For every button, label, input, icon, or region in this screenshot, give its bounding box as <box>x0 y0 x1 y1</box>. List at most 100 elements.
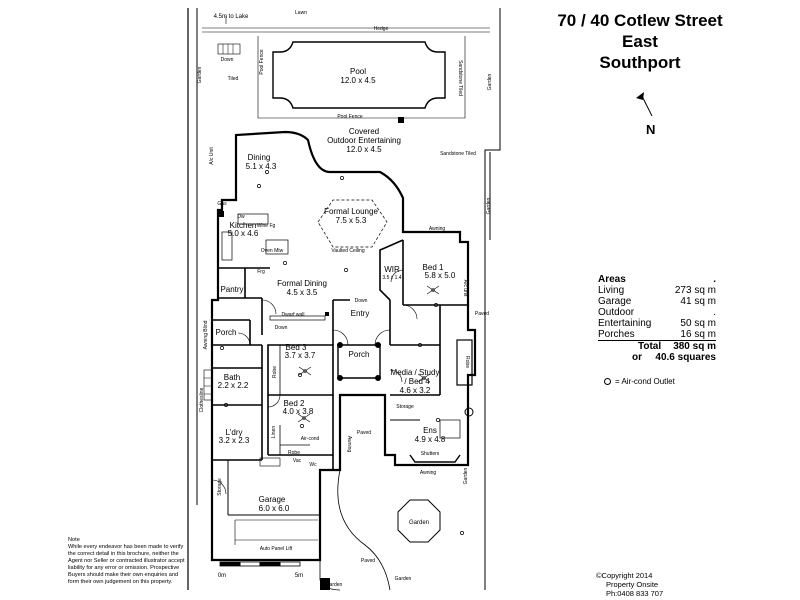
room-bed1-name: Bed 1 <box>423 263 444 272</box>
label-linen: Linen <box>271 426 277 438</box>
room-kitchen-dim: 5.0 x 4.6 <box>228 229 259 238</box>
north-label: N <box>646 122 655 137</box>
label-garden-bottom-right: Garden <box>395 576 412 582</box>
label-storage-garage: Storage <box>217 478 223 496</box>
label-ac-unit-bed1: A/c unit <box>462 280 468 297</box>
address-line-2: Southport <box>599 53 681 72</box>
disclaimer-note: Note While every endeavor has been made … <box>68 537 188 586</box>
vaulted-ceiling-label: Vaulted Ceiling <box>331 248 364 254</box>
label-clothesline: Clothesline <box>199 387 205 412</box>
label-dwarf-wall: Dwarf wall <box>281 312 304 318</box>
label-wc: Wc <box>309 462 317 468</box>
label-awning-bed1: Awning <box>429 226 446 232</box>
room-ldry-dim: 3.2 x 2.3 <box>219 436 250 445</box>
area-label-entertaining: Entertaining <box>598 318 652 329</box>
aircond-outlet-icon <box>604 378 611 385</box>
area-label-living: Living <box>598 285 625 296</box>
room-bath-dim: 2.2 x 2.2 <box>218 381 249 390</box>
room-garage-dim: 6.0 x 6.0 <box>259 504 290 513</box>
address-line-1: 70 / 40 Cotlew Street East <box>557 11 723 51</box>
label-ac-unit: A/c Unit <box>209 147 215 165</box>
pool-outline <box>272 41 446 109</box>
label-robe-right: Robe <box>464 356 470 368</box>
label-down-top: Down <box>221 57 234 63</box>
room-bed3-name: Bed 3 <box>286 343 307 352</box>
area-total-label: Total <box>638 341 662 352</box>
label-robe-bed3: Robe <box>272 366 278 378</box>
room-covered-name: Covered <box>349 127 379 136</box>
area-label-porches: Porches <box>598 329 635 340</box>
label-garden-ens: Garden <box>463 467 469 484</box>
garden-circle-name: Garden <box>409 520 429 526</box>
label-oven: Oven Mtw <box>261 248 284 254</box>
label-garden-right: Garden <box>486 197 492 214</box>
room-bath-name: Bath <box>224 373 240 382</box>
label-tiled: Tiled <box>228 76 239 82</box>
label-down-entry: Down <box>355 298 368 304</box>
room-formal-dining-name: Formal Dining <box>277 279 327 288</box>
area-label-outdoor: Outdoor <box>598 307 635 318</box>
label-lawn: Lawn <box>295 10 307 16</box>
label-garden-left: Garden <box>197 66 203 83</box>
scale-start: 0m <box>218 573 226 579</box>
areas-heading: Areas <box>598 274 626 285</box>
label-aircond: Air-cond <box>301 436 320 442</box>
label-awning-ens: Awning <box>420 470 437 476</box>
room-formal-lounge-name: Formal Lounge <box>324 207 378 216</box>
room-dining-name: Dining <box>248 153 271 162</box>
room-media-dim: 4.6 x 3.2 <box>400 386 431 395</box>
room-ldry-name: L'dry <box>225 428 242 437</box>
label-paved-right: Paved <box>475 311 489 317</box>
house-outline <box>210 130 477 562</box>
label-garden-right-top: Garden <box>487 73 493 90</box>
label-awning-center: Awning <box>346 436 352 453</box>
boundary-right <box>484 8 501 590</box>
room-bed3-dim: 3.7 x 3.7 <box>285 351 316 360</box>
area-value-living: 273 sq m <box>674 285 716 296</box>
label-storage-media: Storage <box>396 404 414 410</box>
note-title: Note <box>68 537 80 543</box>
area-squares-value: 40.6 squares <box>655 352 716 363</box>
room-media-name: Media / Study <box>391 368 440 377</box>
label-frg: Frg <box>257 269 265 275</box>
label-awning-blind: Awning Blind <box>203 320 209 349</box>
room-garage-name: Garage <box>259 495 286 504</box>
room-ens-name: Ens <box>423 426 437 435</box>
scale-end: 5m <box>295 573 303 579</box>
room-pantry-name: Pantry <box>220 285 243 294</box>
area-label-garage: Garage <box>598 296 632 307</box>
room-entry-name: Entry <box>351 309 370 318</box>
room-formal-lounge-dim: 7.5 x 5.3 <box>336 216 367 225</box>
note-body: While every endeavor has been made to ve… <box>68 544 185 585</box>
label-sandstone-side: Sandstone Tiled <box>457 60 463 96</box>
address-title: 70 / 40 Cotlew Street East Southport <box>540 10 740 73</box>
copyright-line-2: Property Onsite <box>606 580 659 589</box>
room-covered-dim: 12.0 x 4.5 <box>346 145 382 154</box>
label-sandstone-tiled: Sandstone Tiled <box>440 151 476 157</box>
label-gas: Gas <box>217 201 227 207</box>
areas-heading-dot: . <box>713 274 716 285</box>
areas-table: Areas . Living 273 sq m Garage 41 sq m Out… <box>598 274 716 363</box>
room-media-name-2: / Bed 4 <box>404 377 430 386</box>
room-wir-name: WIR <box>384 265 400 274</box>
label-auto-panel: Auto Panel Lift <box>260 546 293 552</box>
formal-lounge-ceiling <box>317 199 388 248</box>
area-total-value: 380 sq m <box>673 341 716 352</box>
label-to-lake: 4.5m to Lake <box>214 14 249 20</box>
label-down-left: Down <box>275 325 288 331</box>
room-formal-dining-dim: 4.5 x 3.5 <box>287 288 318 297</box>
room-bed2-name: Bed 2 <box>284 399 305 408</box>
copyright-line-1: ©Copyright 2014 <box>596 571 653 580</box>
room-bed2-dim: 4.0 x 3.8 <box>283 407 314 416</box>
copyright-line-3: Ph:0408 833 707 <box>606 589 664 598</box>
room-porch-left-name: Porch <box>216 328 237 337</box>
label-pool-fence: Pool Fence <box>337 114 363 120</box>
area-value-garage: 41 sq m <box>680 296 716 307</box>
aircond-legend: = Air-cond Outlet <box>604 377 675 386</box>
label-robe-bed2: Robe <box>288 450 300 456</box>
area-value-entertaining: 50 sq m <box>680 318 716 329</box>
area-or-label: or <box>632 352 642 363</box>
area-value-porches: 16 sq m <box>680 329 716 340</box>
room-covered-name-2: Outdoor Entertaining <box>327 136 401 145</box>
